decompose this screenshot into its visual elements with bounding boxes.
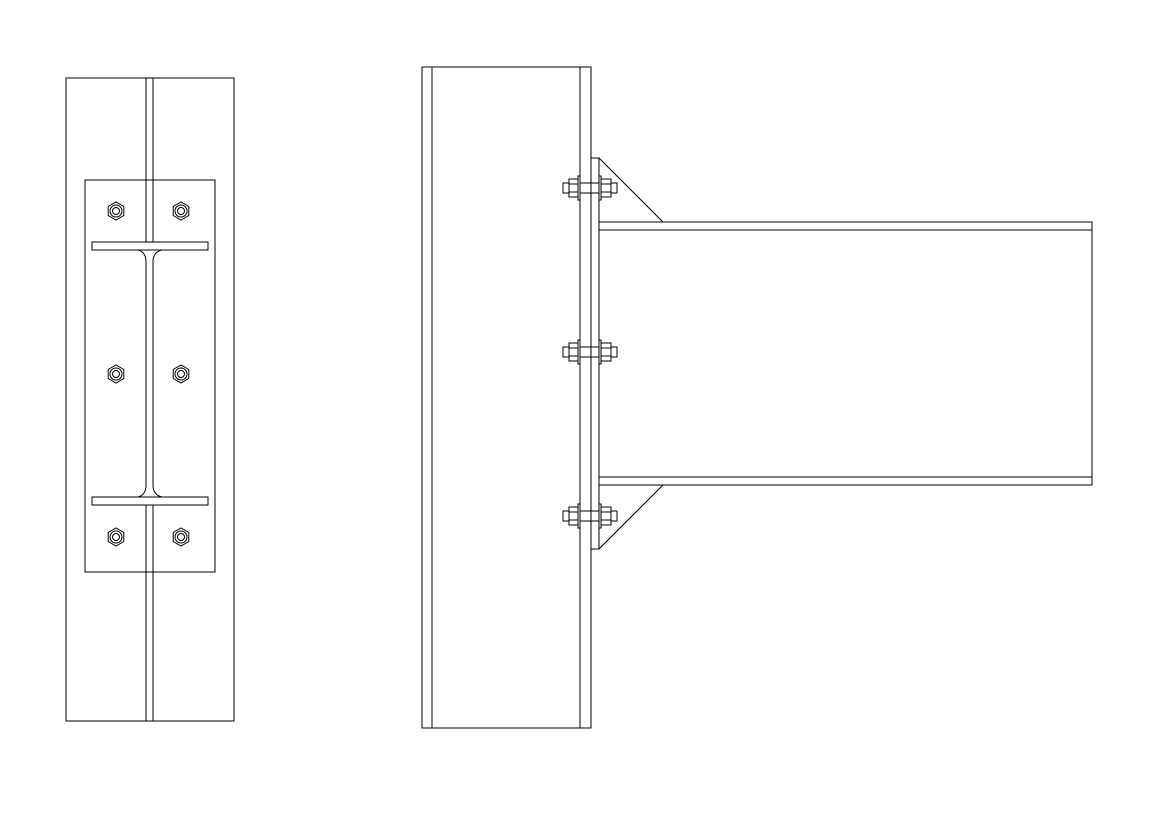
top-stiffener [598, 157, 664, 223]
beam-i-section [91, 241, 209, 506]
hex-nut-icon [107, 527, 125, 547]
hex-nut-icon [172, 201, 190, 221]
hex-nut-icon [172, 364, 190, 384]
hex-nut-icon [172, 527, 190, 547]
hex-nut-icon [107, 364, 125, 384]
side-bolts [562, 175, 618, 529]
bolt-assembly [562, 503, 618, 529]
column-flange-outline [65, 77, 235, 722]
front-view [65, 77, 235, 722]
end-plate [84, 179, 216, 573]
beam-side [598, 221, 1093, 486]
column-side-outline [421, 66, 592, 729]
side-view [421, 66, 1093, 729]
front-bolts [107, 201, 190, 547]
bolt-assembly [562, 339, 618, 365]
bottom-stiffener [598, 484, 664, 550]
hex-nut-icon [107, 201, 125, 221]
end-plate-side [590, 157, 600, 550]
bolt-assembly [562, 175, 618, 201]
